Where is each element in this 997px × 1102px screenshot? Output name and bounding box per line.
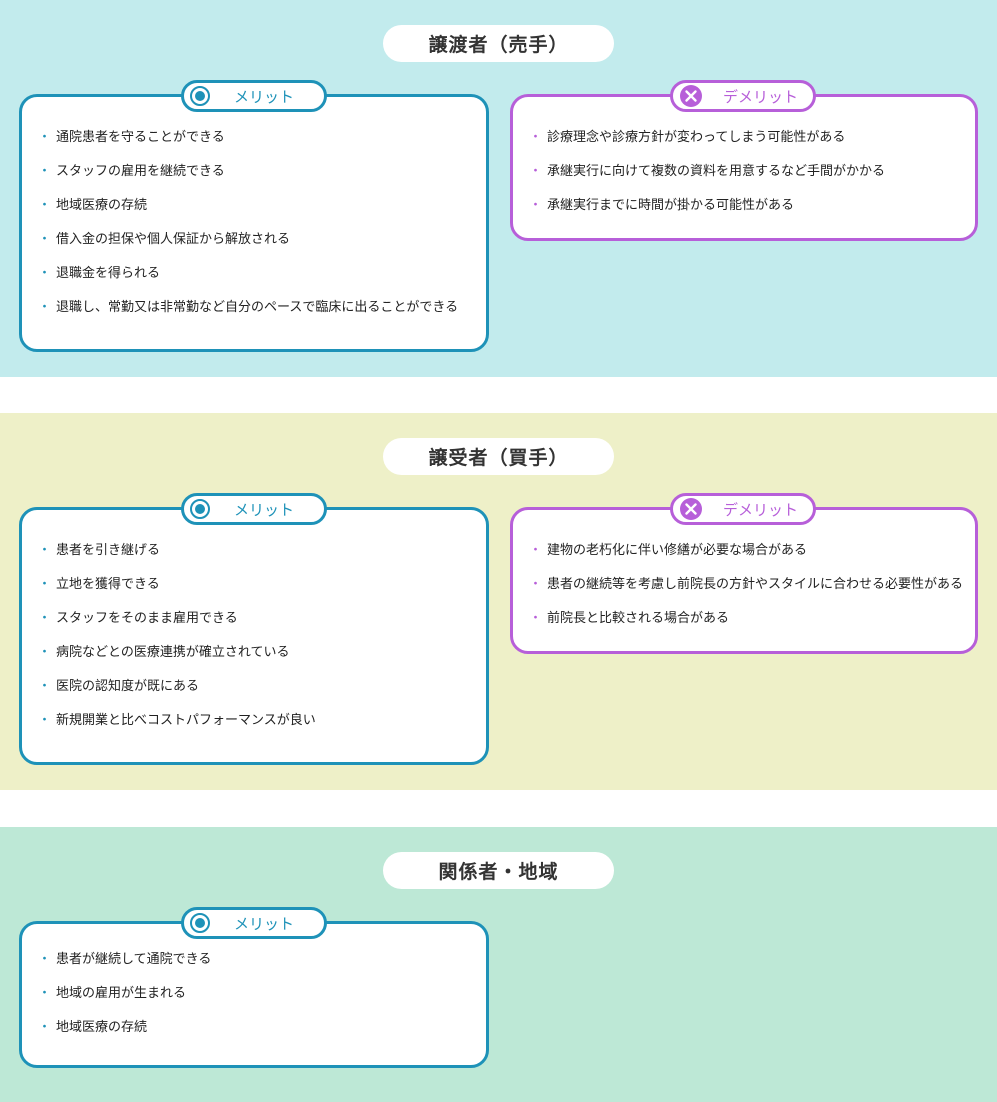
seller-merit-tag: メリット — [181, 80, 327, 112]
list-item: 前院長と比較される場合がある — [529, 610, 967, 644]
list-item: 病院などとの医療連携が確立されている — [38, 644, 478, 678]
buyer-merit-box: 患者を引き継げる 立地を獲得できる スタッフをそのまま雇用できる 病院などとの医… — [19, 507, 489, 765]
merit-label: メリット — [234, 501, 295, 519]
buyer-section: 譲受者（買手） 患者を引き継げる 立地を獲得できる スタッフをそのまま雇用できる… — [0, 413, 997, 790]
seller-title: 譲渡者（売手） — [383, 25, 614, 62]
list-item: 地域医療の存続 — [38, 1019, 478, 1053]
buyer-demerit-list: 建物の老朽化に伴い修繕が必要な場合がある 患者の継続等を考慮し前院長の方針やスタ… — [529, 542, 967, 644]
target-circle-icon — [190, 913, 210, 933]
list-item: 医院の認知度が既にある — [38, 678, 478, 712]
seller-demerit-list: 診療理念や診療方針が変わってしまう可能性がある 承継実行に向けて複数の資料を用意… — [529, 129, 967, 231]
list-item: 建物の老朽化に伴い修繕が必要な場合がある — [529, 542, 967, 576]
list-item: 地域医療の存続 — [38, 197, 478, 231]
list-item: 地域の雇用が生まれる — [38, 985, 478, 1019]
list-item: 借入金の担保や個人保証から解放される — [38, 231, 478, 265]
list-item: 患者を引き継げる — [38, 542, 478, 576]
list-item: 承継実行に向けて複数の資料を用意するなど手間がかかる — [529, 163, 967, 197]
region-section: 関係者・地域 患者が継続して通院できる 地域の雇用が生まれる 地域医療の存続 メ… — [0, 827, 997, 1102]
seller-merit-box: 通院患者を守ることができる スタッフの雇用を継続できる 地域医療の存続 借入金の… — [19, 94, 489, 352]
seller-merit-list: 通院患者を守ることができる スタッフの雇用を継続できる 地域医療の存続 借入金の… — [38, 129, 478, 333]
buyer-merit-tag: メリット — [181, 493, 327, 525]
list-item: 診療理念や診療方針が変わってしまう可能性がある — [529, 129, 967, 163]
seller-demerit-box: 診療理念や診療方針が変わってしまう可能性がある 承継実行に向けて複数の資料を用意… — [510, 94, 978, 241]
region-title: 関係者・地域 — [383, 852, 614, 889]
merit-label: メリット — [234, 88, 295, 106]
seller-demerit-tag: デメリット — [670, 80, 816, 112]
region-merit-list: 患者が継続して通院できる 地域の雇用が生まれる 地域医療の存続 — [38, 951, 478, 1053]
x-circle-icon — [680, 498, 702, 520]
list-item: 新規開業と比べコストパフォーマンスが良い — [38, 712, 478, 746]
list-item: 承継実行までに時間が掛かる可能性がある — [529, 197, 967, 231]
buyer-merit-list: 患者を引き継げる 立地を獲得できる スタッフをそのまま雇用できる 病院などとの医… — [38, 542, 478, 746]
buyer-demerit-box: 建物の老朽化に伴い修繕が必要な場合がある 患者の継続等を考慮し前院長の方針やスタ… — [510, 507, 978, 654]
region-merit-box: 患者が継続して通院できる 地域の雇用が生まれる 地域医療の存続 — [19, 921, 489, 1068]
demerit-label: デメリット — [723, 501, 799, 519]
buyer-title: 譲受者（買手） — [383, 438, 614, 475]
seller-section: 譲渡者（売手） 通院患者を守ることができる スタッフの雇用を継続できる 地域医療… — [0, 0, 997, 377]
target-circle-icon — [190, 86, 210, 106]
list-item: 患者が継続して通院できる — [38, 951, 478, 985]
buyer-demerit-tag: デメリット — [670, 493, 816, 525]
list-item: 立地を獲得できる — [38, 576, 478, 610]
list-item: スタッフの雇用を継続できる — [38, 163, 478, 197]
list-item: 患者の継続等を考慮し前院長の方針やスタイルに合わせる必要性がある — [529, 576, 967, 610]
x-circle-icon — [680, 85, 702, 107]
list-item: 退職金を得られる — [38, 265, 478, 299]
list-item: 通院患者を守ることができる — [38, 129, 478, 163]
demerit-label: デメリット — [723, 88, 799, 106]
target-circle-icon — [190, 499, 210, 519]
region-merit-tag: メリット — [181, 907, 327, 939]
merit-label: メリット — [234, 915, 295, 933]
list-item: スタッフをそのまま雇用できる — [38, 610, 478, 644]
list-item: 退職し、常勤又は非常勤など自分のペースで臨床に出ることができる — [38, 299, 478, 333]
